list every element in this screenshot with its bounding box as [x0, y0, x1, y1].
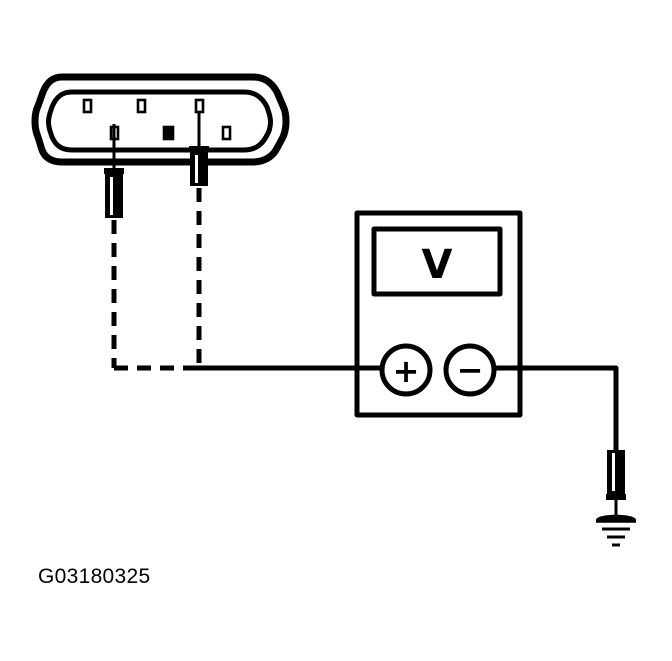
- right-probe[interactable]: [189, 112, 209, 186]
- left-probe[interactable]: [104, 124, 124, 218]
- voltmeter-display: [371, 226, 503, 297]
- voltmeter-unit-label: V: [422, 242, 453, 288]
- connector-inner-face: [46, 89, 273, 153]
- voltmeter-body: [354, 210, 523, 418]
- connector-pin-2: [136, 98, 147, 114]
- negative-terminal[interactable]: −: [443, 343, 497, 397]
- negative-lead-wire: [494, 365, 619, 452]
- probe-icon: [189, 146, 209, 186]
- figure-id-label: G03180325: [38, 565, 151, 588]
- dashed-test-leads: [111, 188, 202, 371]
- connector-pin-1: [82, 98, 93, 114]
- voltmeter: V + −: [354, 210, 523, 418]
- probe-icon: [104, 168, 124, 218]
- connector-outer-shell: [31, 73, 290, 166]
- probe-icon: [606, 450, 626, 500]
- ground-probe[interactable]: [606, 450, 626, 515]
- negative-terminal-symbol: −: [457, 351, 484, 389]
- ground-icon: [596, 514, 636, 547]
- connector-pin-5: [162, 125, 175, 141]
- connector-icon: [31, 73, 290, 166]
- connector-pin-3: [194, 98, 205, 114]
- positive-terminal[interactable]: +: [379, 343, 433, 397]
- positive-terminal-symbol: +: [393, 352, 420, 390]
- connector-pin-6: [221, 125, 232, 141]
